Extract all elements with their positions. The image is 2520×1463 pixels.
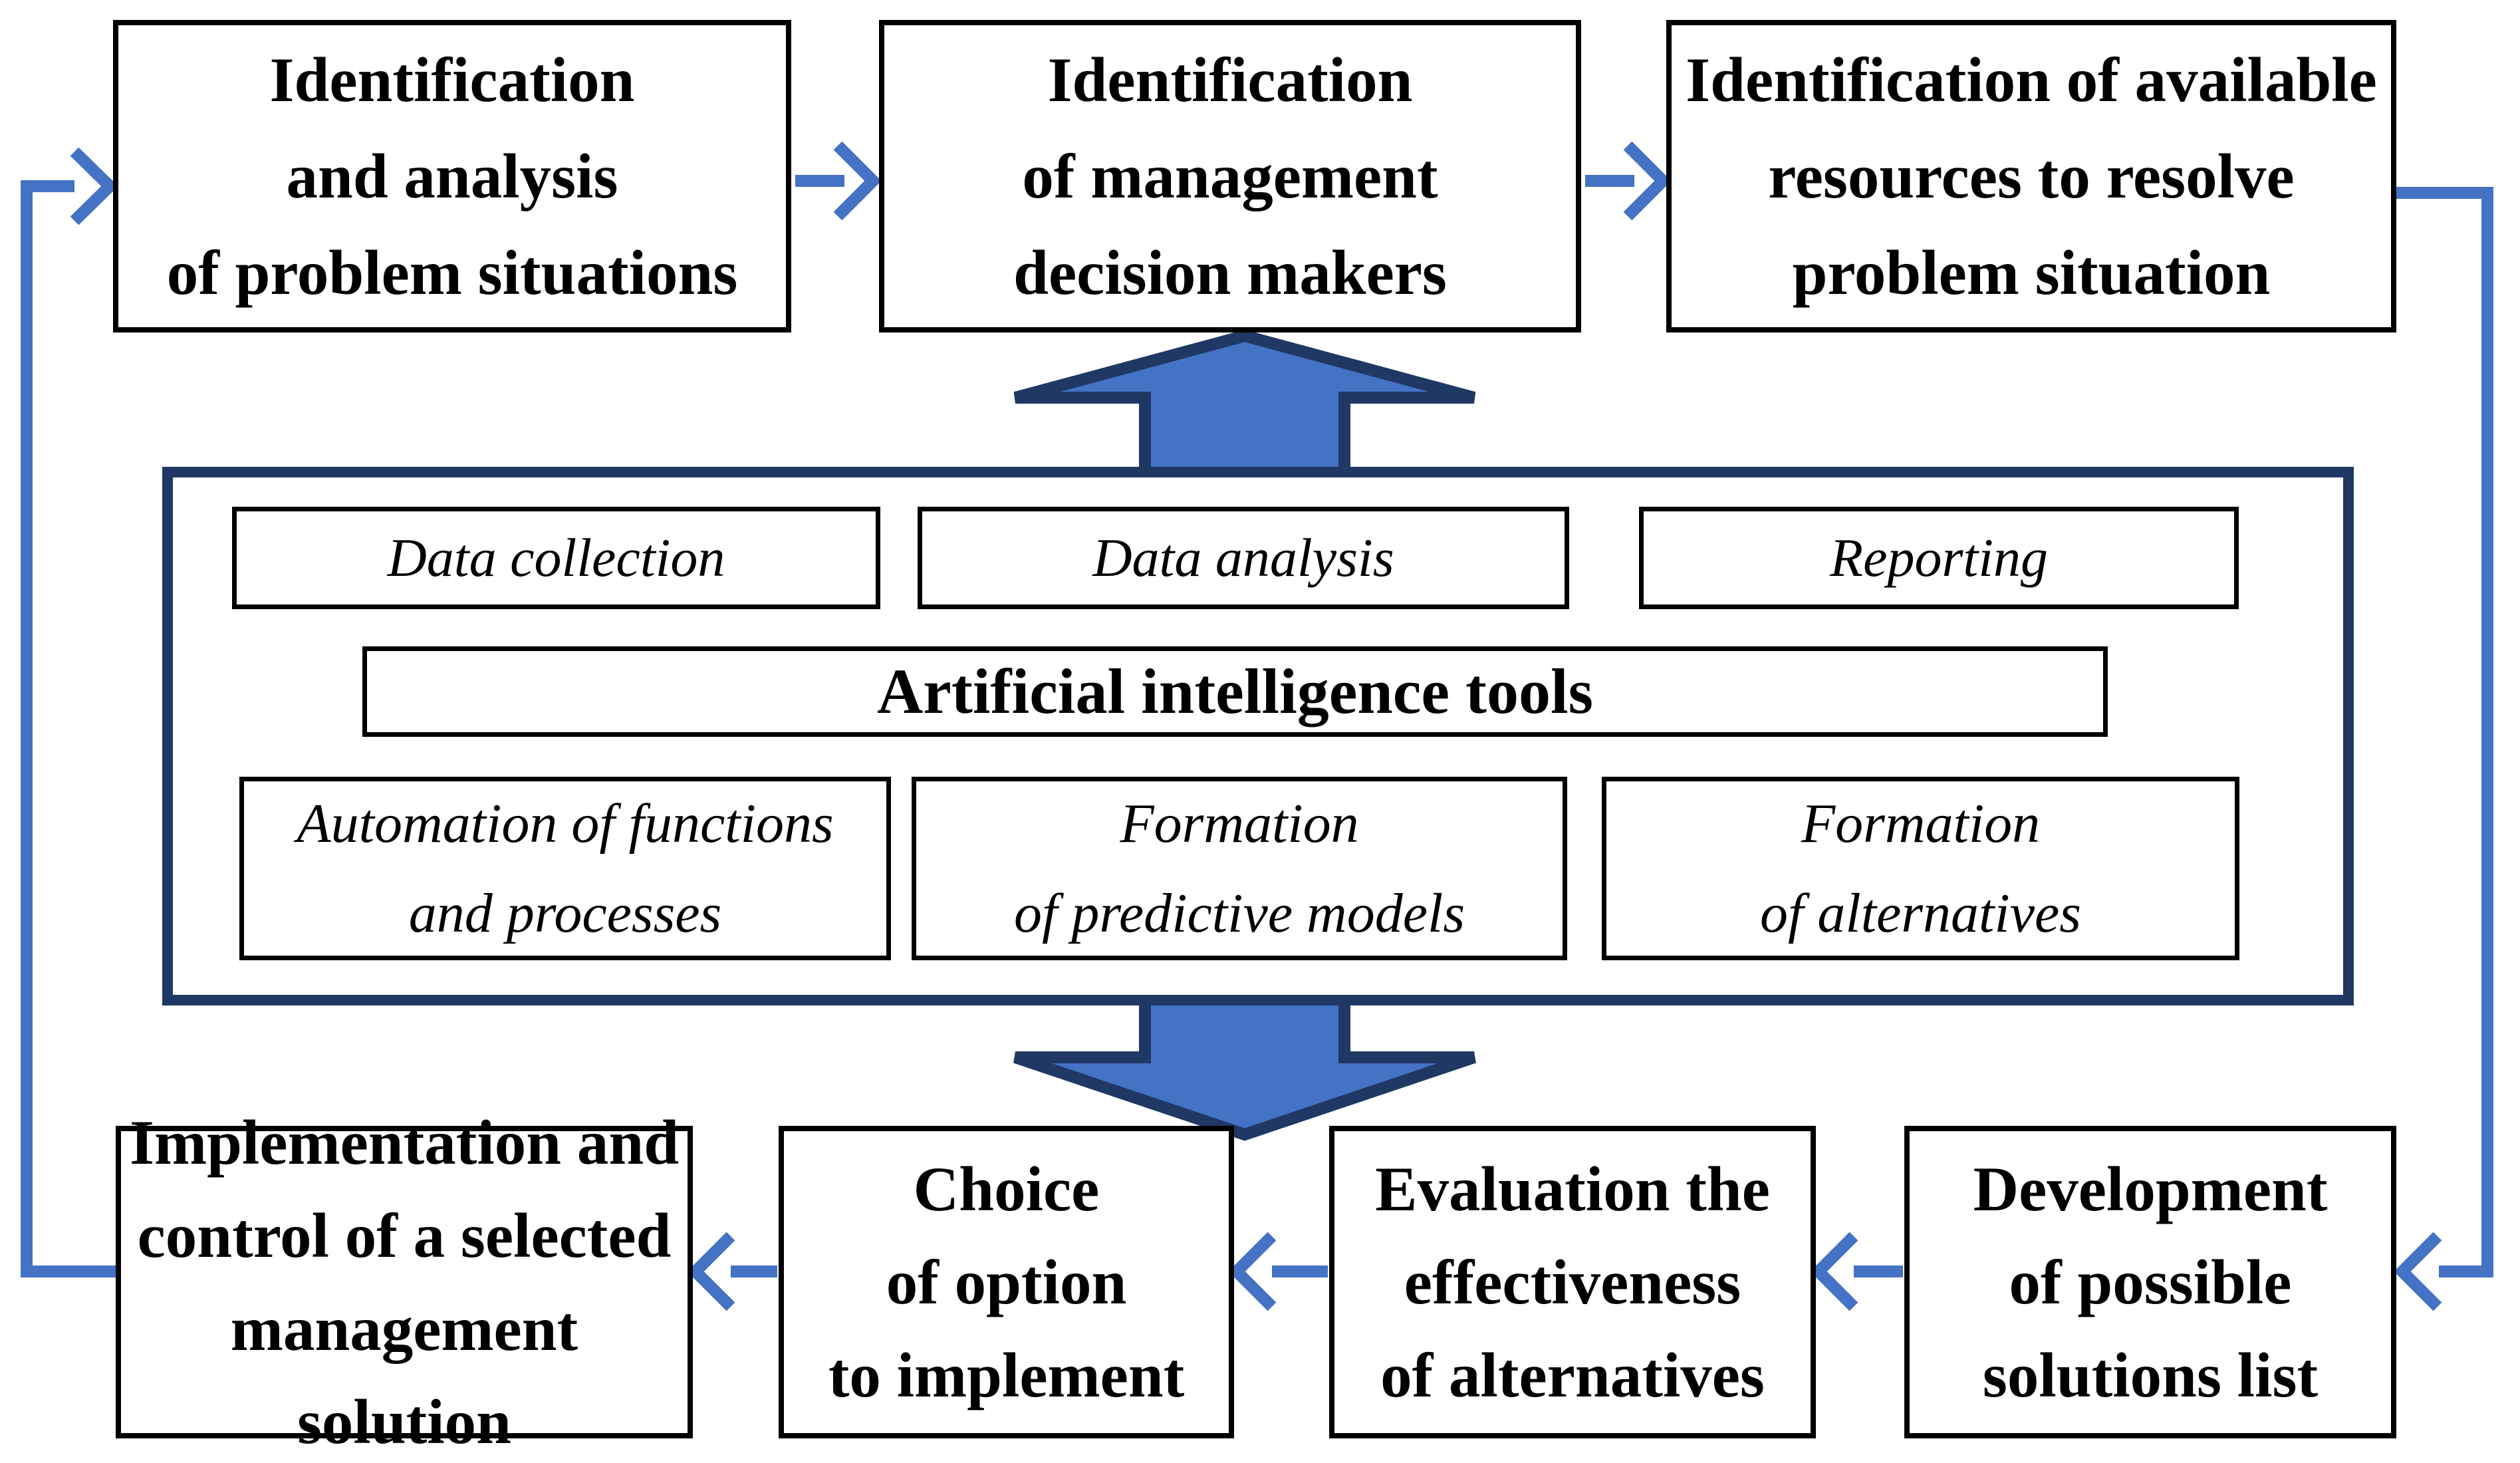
- ai-function-predictive-models: Formation of predictive models: [912, 777, 1567, 960]
- arrow-decisionmakers-to-resources-head-icon: [1623, 141, 1672, 221]
- block-arrow-up-icon: [1013, 329, 1476, 481]
- step-identification-resources: Identification of available resources to…: [1666, 20, 2396, 332]
- step-identification-decision-makers: Identification of management decision ma…: [879, 20, 1581, 332]
- step-evaluation-effectiveness: Evaluation the effectiveness of alternat…: [1329, 1126, 1816, 1438]
- loop-right-arrow-head-icon: [2394, 1232, 2442, 1311]
- step-implementation-control: Implementation and control of a selected…: [116, 1107, 693, 1457]
- arrow-evaluation-to-choice-head-icon: [1228, 1232, 1277, 1311]
- ai-tools-title: Artificial intelligence tools: [362, 646, 2108, 737]
- ai-function-automation: Automation of functions and processes: [239, 777, 891, 960]
- ai-function-reporting: Reporting: [1639, 507, 2239, 609]
- arrow-choice-to-implementation-head-icon: [687, 1232, 735, 1311]
- block-arrow-down-icon: [1013, 993, 1476, 1141]
- step-development-solutions-list: Development of possible solutions list: [1904, 1126, 2396, 1438]
- loop-left-arrow-head-icon: [70, 147, 118, 225]
- step-identification-problem-situations: Identification and analysis of problem s…: [113, 20, 791, 332]
- ai-function-data-collection: Data collection: [232, 507, 880, 609]
- step-choice-of-option: Choice of option to implement: [779, 1126, 1234, 1438]
- ai-function-data-analysis: Data analysis: [918, 507, 1569, 609]
- ai-function-alternatives: Formation of alternatives: [1602, 777, 2239, 960]
- arrow-development-to-evaluation-head-icon: [1810, 1232, 1858, 1311]
- loop-left-connector-line: [21, 180, 116, 1277]
- arrow-problem-to-decisionmakers-head-icon: [833, 141, 882, 221]
- loop-right-connector-line: [2396, 187, 2493, 1277]
